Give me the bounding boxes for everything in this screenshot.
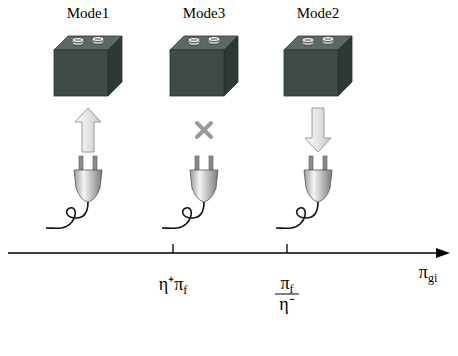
battery-front bbox=[170, 50, 224, 96]
battery-side bbox=[108, 36, 122, 96]
battery-icon bbox=[48, 22, 128, 100]
terminal-mark bbox=[325, 39, 331, 40]
terminal-mark bbox=[305, 40, 311, 41]
terminal-mark bbox=[75, 40, 81, 41]
terminal-top bbox=[188, 37, 200, 42]
axis-arrowhead bbox=[436, 248, 450, 258]
plug-icon bbox=[276, 156, 332, 228]
terminal-top bbox=[302, 37, 314, 42]
battery-front bbox=[54, 50, 108, 96]
terminal-top bbox=[208, 36, 220, 41]
plug-icon bbox=[46, 156, 102, 228]
mode-label: Mode3 bbox=[164, 4, 244, 22]
battery-node: Mode1 bbox=[48, 4, 128, 100]
battery-icon bbox=[164, 22, 244, 100]
battery-side bbox=[224, 36, 238, 96]
terminal-mark bbox=[211, 39, 217, 40]
price-axis bbox=[8, 252, 440, 253]
mode-label: Mode1 bbox=[48, 4, 128, 22]
axis-tick bbox=[172, 244, 173, 253]
terminal-top bbox=[92, 36, 104, 41]
threshold-fraction: πf η⁻ bbox=[279, 273, 294, 315]
terminal-mark bbox=[95, 39, 101, 40]
charge-arrow bbox=[75, 108, 101, 152]
terminal-mark bbox=[191, 40, 197, 41]
terminal-top bbox=[322, 36, 334, 41]
threshold-label: η⁺πf bbox=[159, 274, 188, 295]
battery-node: Mode2 bbox=[278, 4, 358, 100]
battery-icon bbox=[278, 22, 358, 100]
battery-side bbox=[338, 36, 352, 96]
terminal-top bbox=[72, 37, 84, 42]
battery-node: Mode3 bbox=[164, 4, 244, 100]
axis-tick bbox=[286, 244, 287, 253]
axis-label: πgi bbox=[419, 262, 437, 283]
discharge-arrow bbox=[305, 108, 331, 152]
mode-label: Mode2 bbox=[278, 4, 358, 22]
battery-front bbox=[284, 50, 338, 96]
idle-cross bbox=[197, 123, 211, 137]
plug-icon bbox=[162, 156, 218, 228]
